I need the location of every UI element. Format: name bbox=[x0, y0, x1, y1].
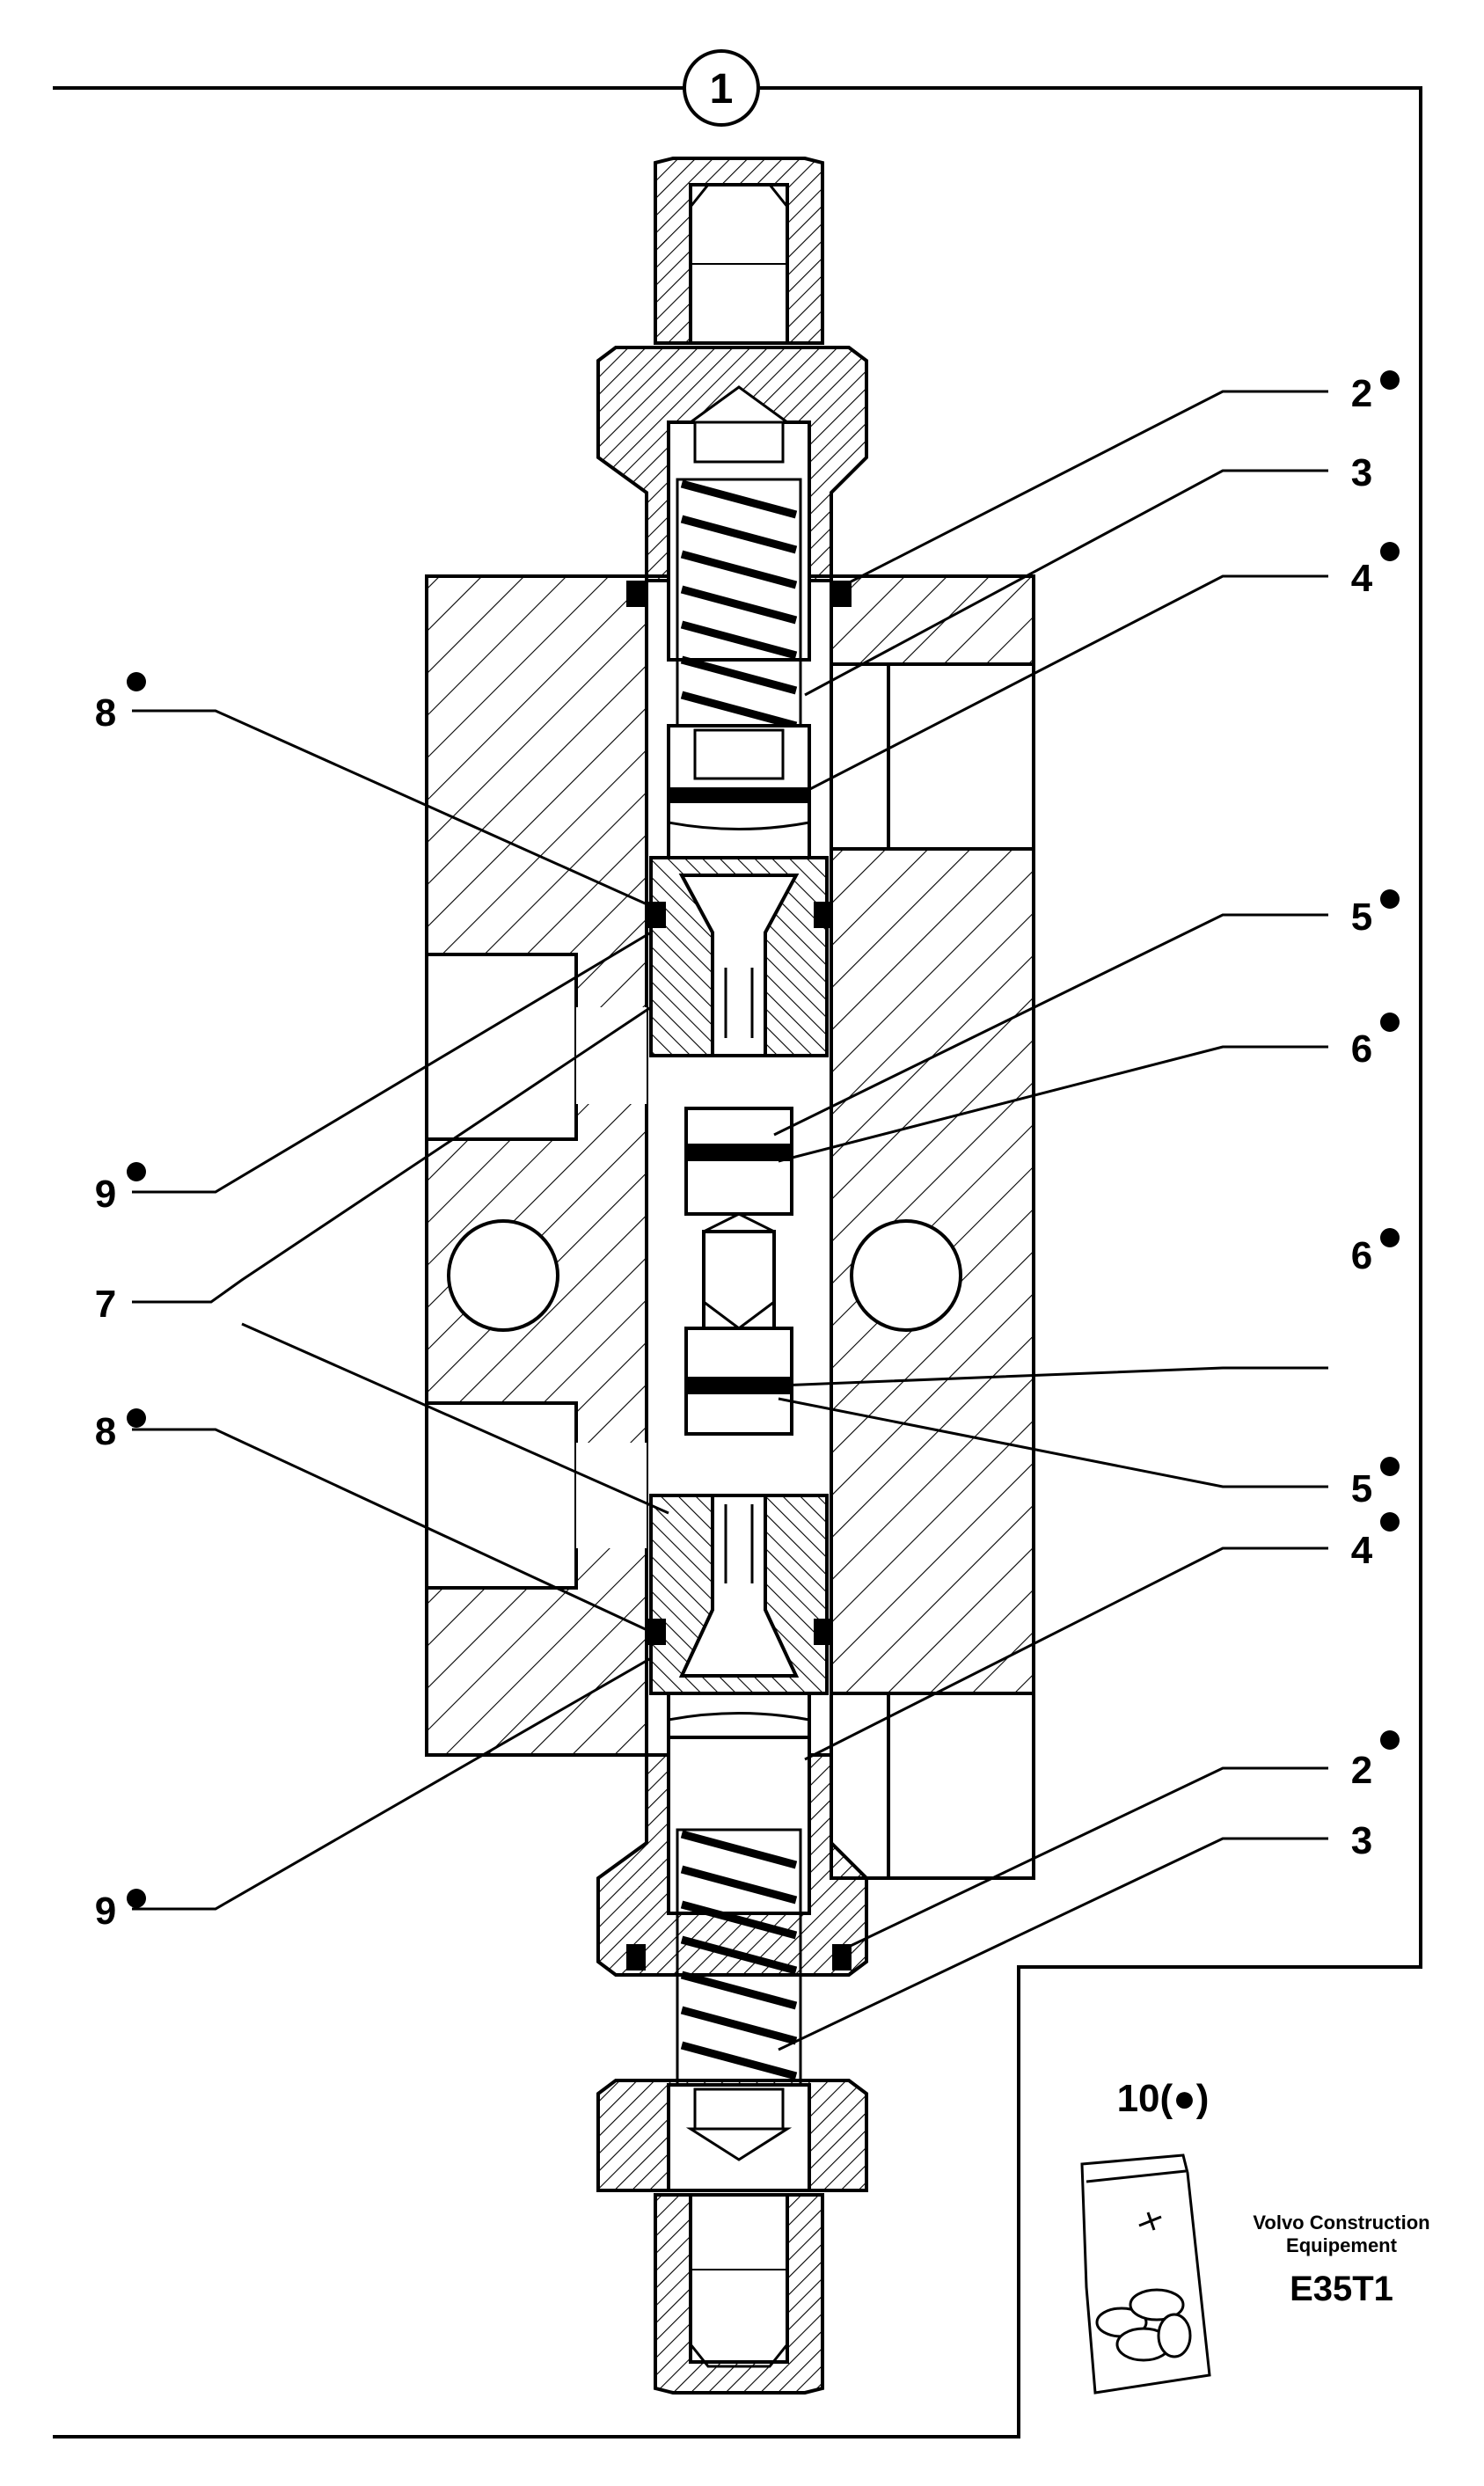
callout-4-upper-dot bbox=[1380, 542, 1400, 561]
callout-6-lower-dot bbox=[1380, 1228, 1400, 1247]
callout-9-lower-dot bbox=[127, 1889, 146, 1908]
top-spring bbox=[680, 479, 798, 730]
callout-3-lower: 3 bbox=[1351, 1819, 1372, 1862]
brand-caption: Volvo Construction Equipement bbox=[1214, 2212, 1469, 2257]
callout-8-lower: 8 bbox=[95, 1410, 116, 1453]
seal-bottom-left bbox=[626, 1944, 646, 1971]
assembly-number: 1 bbox=[710, 66, 734, 113]
callout-8-upper-dot bbox=[127, 672, 146, 691]
callout-2-lower: 2 bbox=[1351, 1749, 1372, 1792]
callout-4-lower: 4 bbox=[1351, 1529, 1373, 1572]
port-upper-left bbox=[425, 953, 578, 1141]
callout-6-upper: 6 bbox=[1351, 1027, 1372, 1071]
callout-3-upper: 3 bbox=[1351, 451, 1372, 494]
seal-kit-bag-icon bbox=[1080, 2153, 1211, 2395]
channel-upper-left bbox=[576, 1007, 647, 1104]
center-pin bbox=[702, 1230, 776, 1339]
callout-7: 7 bbox=[95, 1283, 116, 1326]
callout-9-upper: 9 bbox=[95, 1173, 116, 1216]
callout-4-upper: 4 bbox=[1351, 557, 1373, 600]
callout-5-lower: 5 bbox=[1351, 1467, 1372, 1510]
callout-6-lower: 6 bbox=[1351, 1234, 1372, 1277]
callout-9-lower: 9 bbox=[95, 1890, 116, 1933]
frame-outline bbox=[53, 86, 1422, 2438]
drawing-code: E35T1 bbox=[1290, 2270, 1393, 2308]
callout-2-upper-dot bbox=[1380, 370, 1400, 390]
channel-lower-left bbox=[576, 1443, 647, 1548]
callout-5-upper: 5 bbox=[1351, 896, 1372, 939]
bottom-spring bbox=[680, 1830, 798, 2080]
mounting-hole-right bbox=[850, 1219, 962, 1332]
assembly-number-circle bbox=[683, 49, 760, 127]
seal-bottom-right bbox=[832, 1944, 852, 1971]
leader-lines bbox=[132, 390, 1328, 2051]
callout-8-upper: 8 bbox=[95, 691, 116, 735]
callout-5-lower-dot bbox=[1380, 1457, 1400, 1476]
port-upper-right bbox=[830, 662, 1035, 851]
brand-line-1: Volvo Construction bbox=[1253, 2212, 1430, 2234]
seal-kit-label: 10(●) bbox=[1117, 2077, 1210, 2120]
callout-2-upper: 2 bbox=[1351, 372, 1372, 415]
callout-9-upper-dot bbox=[127, 1162, 146, 1181]
port-lower-left bbox=[425, 1401, 578, 1590]
callout-5-upper-dot bbox=[1380, 889, 1400, 909]
mounting-hole-left bbox=[447, 1219, 559, 1332]
brand-line-2: Equipement bbox=[1286, 2234, 1397, 2256]
callout-8-lower-dot bbox=[127, 1408, 146, 1428]
lower-right-port-final bbox=[830, 1692, 1035, 1880]
seal-top-right bbox=[832, 581, 852, 607]
callout-2-lower-dot bbox=[1380, 1730, 1400, 1750]
callout-6-upper-dot bbox=[1380, 1013, 1400, 1032]
callout-4-lower-dot bbox=[1380, 1512, 1400, 1532]
seal-top-left bbox=[626, 581, 646, 607]
